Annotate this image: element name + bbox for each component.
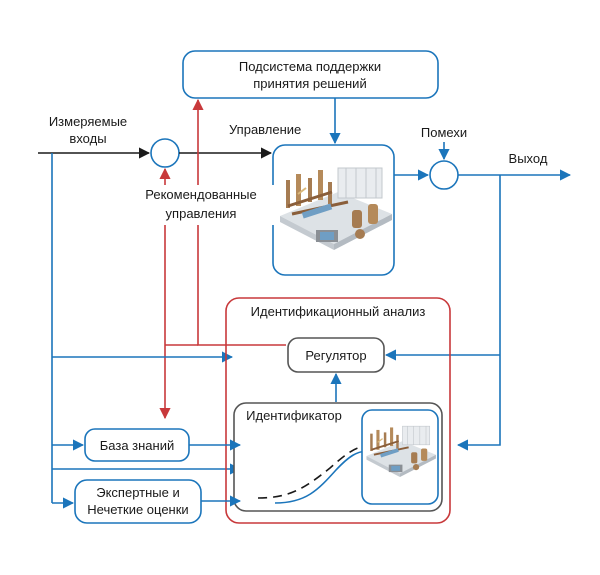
expert-estimates-line1: Экспертные и <box>96 485 179 500</box>
plant-diagram-icon <box>274 156 394 260</box>
model-curve-solid <box>274 450 367 504</box>
regulator-label: Регулятор <box>305 348 366 363</box>
output-summing-junction <box>429 160 459 190</box>
input-summing-junction <box>150 138 180 168</box>
decision-support-line2: принятия решений <box>253 76 366 91</box>
recommended-label-bg <box>120 185 280 225</box>
expert-estimates-line2: Нечеткие оценки <box>87 502 188 517</box>
measured-inputs-label-line2: входы <box>69 131 106 146</box>
recommended-label-line2: управления <box>166 206 237 221</box>
knowledge-base-label: База знаний <box>100 438 175 453</box>
ident-analysis-box <box>225 297 451 524</box>
plant-diagram-small-icon <box>363 419 437 483</box>
disturbance-label: Помехи <box>421 125 467 140</box>
measured-inputs-label-line1: Измеряемые <box>49 114 127 129</box>
model-curve-dashed <box>257 445 367 499</box>
decision-support-box <box>182 50 439 99</box>
output-feedback-line <box>456 175 501 451</box>
ident-analysis-label: Идентификационный анализ <box>251 304 426 319</box>
output-label: Выход <box>509 151 548 166</box>
identifier-label: Идентификатор <box>246 408 342 423</box>
recommended-label-line1: Рекомендованные <box>145 187 256 202</box>
regulator-box <box>287 337 385 373</box>
control-label: Управление <box>229 122 301 137</box>
decision-support-line1: Подсистема поддержки <box>239 59 381 74</box>
